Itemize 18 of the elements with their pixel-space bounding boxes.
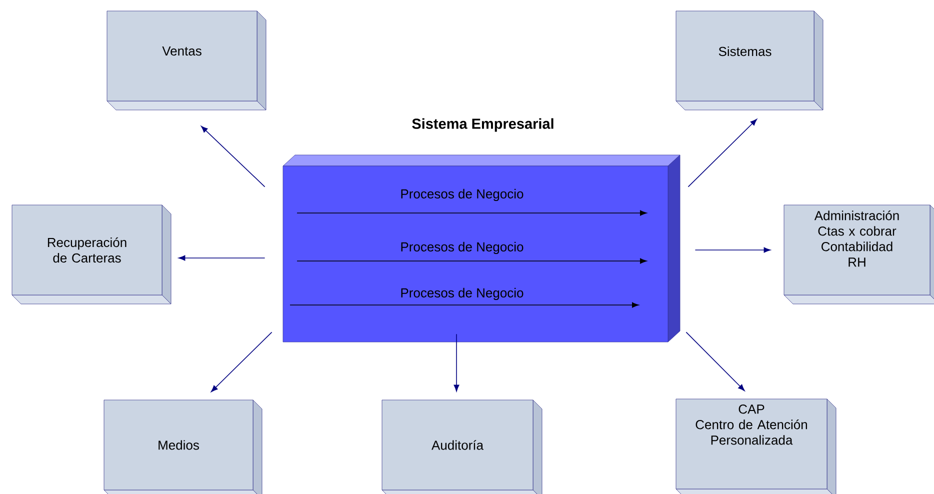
department-box: Auditoría xyxy=(382,400,542,494)
department-box: CAP Centro de Atención Personalizada xyxy=(676,398,836,494)
arrow xyxy=(178,255,266,261)
node-label: Sistema Empresarial xyxy=(412,118,554,132)
process-label: Procesos de Negocio xyxy=(401,242,524,254)
process-label: Procesos de Negocio xyxy=(401,288,524,300)
department-box: Sistemas xyxy=(676,10,824,110)
department-box: Recuperación de Carteras xyxy=(12,204,172,304)
arrow xyxy=(454,334,460,392)
arrow xyxy=(210,332,272,392)
arrow xyxy=(694,247,771,253)
arrow xyxy=(201,126,266,188)
arrow xyxy=(686,332,745,392)
process-label: Procesos de Negocio xyxy=(401,188,524,202)
department-box: Ventas xyxy=(106,10,266,110)
department-box: Administración Ctas x cobrar Contabilidad RH xyxy=(784,204,934,304)
arrow xyxy=(688,118,758,188)
department-box: Medios xyxy=(104,400,262,494)
